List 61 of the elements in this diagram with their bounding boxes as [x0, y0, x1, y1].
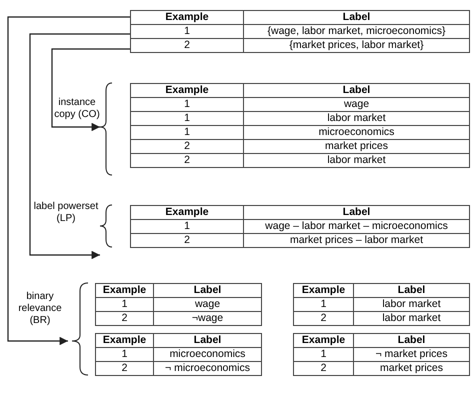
column-header: Example	[294, 284, 354, 298]
table-entry: wage	[154, 298, 262, 312]
table-entry: 2	[130, 234, 244, 248]
column-header: Example	[130, 206, 244, 220]
data-table	[293, 283, 470, 326]
table-entry: ¬ market prices	[354, 348, 470, 362]
table-entry: {market prices, labor market}	[244, 38, 470, 52]
column-header: Label	[244, 10, 470, 24]
table-entry: 1	[130, 98, 244, 112]
column-header: Label	[354, 284, 470, 298]
table-entry: 2	[130, 140, 244, 154]
table-entry: ¬ microeconomics	[154, 362, 262, 376]
table-entry: 1	[130, 220, 244, 234]
table-entry: labor market	[244, 154, 470, 168]
column-header: Example	[130, 84, 244, 98]
table-entry: labor market	[354, 312, 470, 326]
method-label: label powerset (LP)	[32, 201, 100, 258]
data-table	[130, 83, 470, 168]
arrow	[51, 48, 130, 132]
column-header: Example	[96, 334, 154, 348]
table-entry: microeconomics	[244, 126, 470, 140]
column-header: Label	[354, 334, 470, 348]
table-entry: microeconomics	[154, 348, 262, 362]
data-table	[95, 283, 262, 326]
table-entry: 1	[294, 298, 354, 312]
table-entry: labor market	[354, 298, 470, 312]
column-header: Label	[244, 206, 470, 220]
column-header: Example	[130, 10, 244, 24]
table-entry: 2	[130, 38, 244, 52]
table-entry: 2	[294, 312, 354, 326]
data-table	[130, 205, 470, 248]
table-entry: 1	[130, 126, 244, 140]
table-entry: market prices – labor market	[244, 234, 470, 248]
table-entry: labor market	[244, 112, 470, 126]
data-table	[95, 333, 262, 376]
table-entry: wage – labor market – microeconomics	[244, 220, 470, 234]
arrow	[7, 16, 130, 346]
table-entry: 1	[96, 348, 154, 362]
table-entry: 1	[130, 24, 244, 38]
table-entry: market prices	[244, 140, 470, 154]
table-entry: 2	[96, 362, 154, 376]
column-header: Example	[96, 284, 154, 298]
data-table	[293, 333, 470, 376]
column-header: Label	[154, 284, 262, 298]
table-entry: 2	[294, 362, 354, 376]
table-entry: 1	[130, 112, 244, 126]
data-table	[130, 10, 470, 53]
table-entry: wage	[244, 98, 470, 112]
table-entry: 1	[96, 298, 154, 312]
column-header: Label	[244, 84, 470, 98]
arrow	[29, 33, 130, 260]
table-entry: 2	[130, 154, 244, 168]
column-header: Label	[154, 334, 262, 348]
table-entry: ¬wage	[154, 312, 262, 326]
table-entry: 2	[96, 312, 154, 326]
method-label: binary relevance (BR)	[12, 291, 68, 344]
table-entry: 1	[294, 348, 354, 362]
method-label: instance copy (CO)	[54, 97, 100, 129]
column-header: Example	[294, 334, 354, 348]
table-entry: market prices	[354, 362, 470, 376]
table-entry: {wage, labor market, microeconomics}	[244, 24, 470, 38]
